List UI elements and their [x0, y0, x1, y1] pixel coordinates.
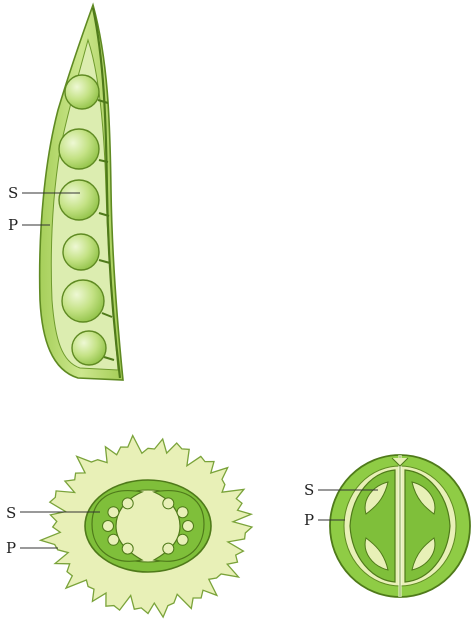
- pod-pericarp-label: P: [8, 216, 18, 234]
- seed-cup: [108, 507, 119, 518]
- round-cross-section-figure: S P: [304, 455, 470, 597]
- seed-cup: [177, 534, 188, 545]
- pea-pod-figure: S P: [8, 5, 123, 380]
- seed-cup: [163, 543, 174, 554]
- pod-seed-label: S: [8, 184, 18, 202]
- seed-cup: [122, 498, 133, 509]
- seed-cup: [122, 543, 133, 554]
- spiky-cross-section-figure: S P: [6, 436, 252, 618]
- seed-cup: [177, 507, 188, 518]
- spiky-seed-label: S: [6, 504, 16, 522]
- seed-cup: [183, 521, 194, 532]
- seed-cup: [103, 521, 114, 532]
- seed-cup: [163, 498, 174, 509]
- spiky-pericarp-label: P: [6, 539, 16, 557]
- round-seed-label: S: [304, 481, 314, 499]
- round-pericarp-label: P: [304, 511, 314, 529]
- seed-cup: [108, 534, 119, 545]
